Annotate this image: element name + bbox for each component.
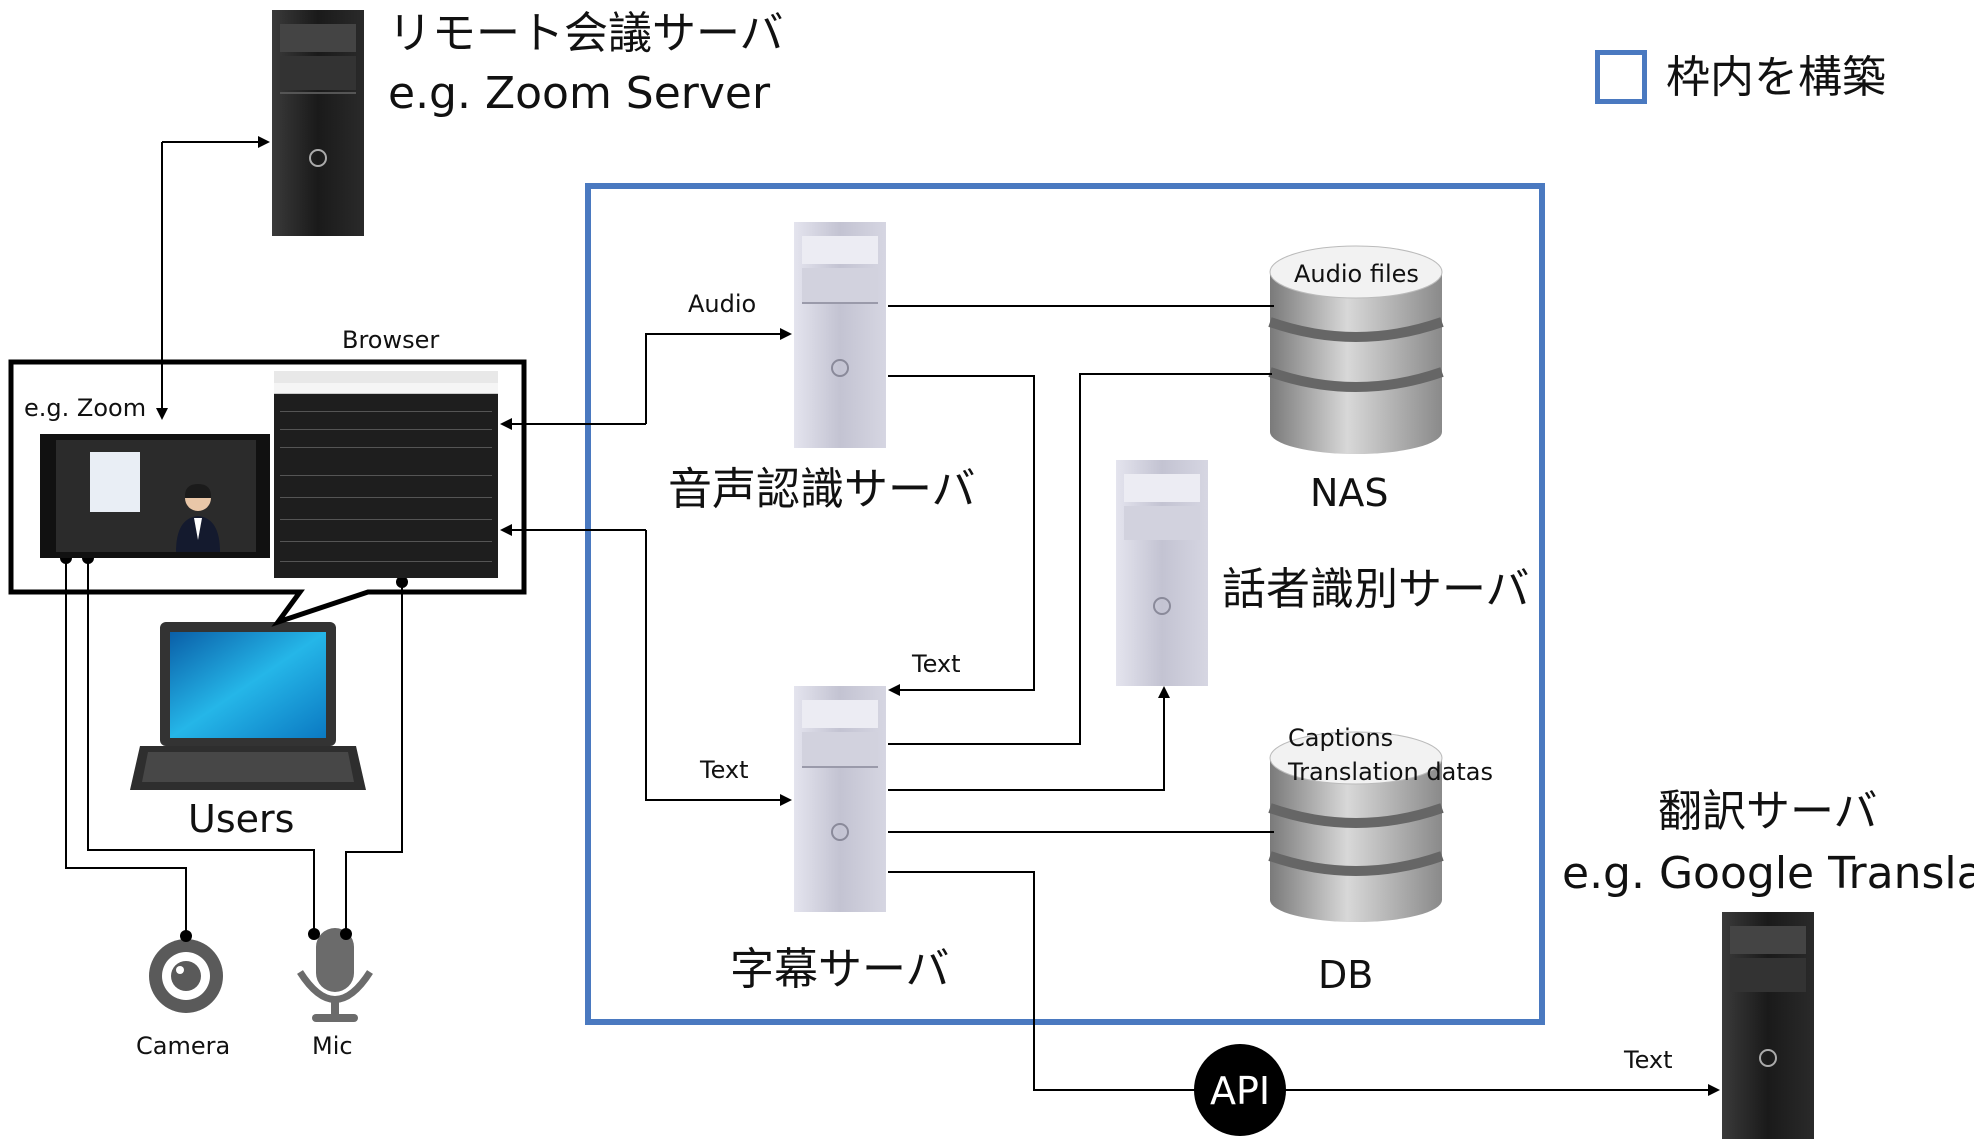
zoom-video-area: [56, 440, 256, 552]
speaker-identification-server-label: 話者識別サーバ: [1222, 564, 1530, 615]
edge-label-audio: Audio: [688, 290, 757, 318]
translation-server-example: e.g. Google Translate: [1562, 848, 1974, 899]
api-badge: [1194, 1044, 1286, 1136]
users-label: Users: [188, 797, 295, 841]
legend-swatch: [1595, 50, 1647, 104]
caption-server-icon: [794, 686, 886, 912]
connection-lines: [156, 136, 1720, 1096]
zoom-window-thumbnail: [40, 434, 270, 558]
nas-name: NAS: [1310, 471, 1389, 515]
db-storage-line2: Translation datas: [1288, 758, 1493, 786]
caption-server-label: 字幕サーバ: [730, 944, 950, 995]
remote-conference-server-icon: [272, 10, 364, 236]
presenter-icon: [176, 484, 220, 552]
remote-conference-server-example: e.g. Zoom Server: [388, 68, 771, 119]
translation-server-icon: [1722, 912, 1814, 1139]
mic-icon: [297, 928, 373, 1022]
device-wires: [65, 556, 403, 936]
api-label: API: [1210, 1069, 1271, 1113]
zoom-label: e.g. Zoom: [24, 394, 147, 422]
browser-label: Browser: [342, 326, 440, 354]
db-storage-line1: Captions: [1288, 724, 1394, 752]
speaker-identification-server-icon: [1116, 460, 1208, 686]
nas-storage-icon: [1268, 245, 1444, 454]
laptop-icon: [130, 622, 366, 790]
browser-window-thumbnail: [274, 371, 498, 578]
db-storage-icon: [1268, 731, 1444, 922]
edge-label-text-from-browser: Text: [700, 756, 749, 784]
nas-storage-label: Audio files: [1294, 260, 1419, 288]
legend-label: 枠内を構築: [1666, 52, 1886, 103]
zoom-logo-card: [90, 452, 140, 512]
translation-server-title: 翻訳サーバ: [1658, 786, 1878, 837]
speech-recognition-server-label: 音声認識サーバ: [668, 464, 976, 515]
browser-tab-bar: [274, 371, 498, 383]
camera-label: Camera: [136, 1032, 231, 1060]
browser-address-bar: [274, 383, 498, 394]
speech-recognition-server-icon: [794, 222, 886, 448]
edge-label-text-to-translate: Text: [1624, 1046, 1673, 1074]
mic-label: Mic: [312, 1032, 353, 1060]
build-scope-frame: [585, 183, 1545, 1025]
edge-label-text-to-caption: Text: [912, 650, 961, 678]
remote-conference-server-title: リモート会議サーバ: [388, 8, 784, 59]
db-name: DB: [1318, 953, 1374, 997]
camera-icon: [149, 939, 223, 1013]
